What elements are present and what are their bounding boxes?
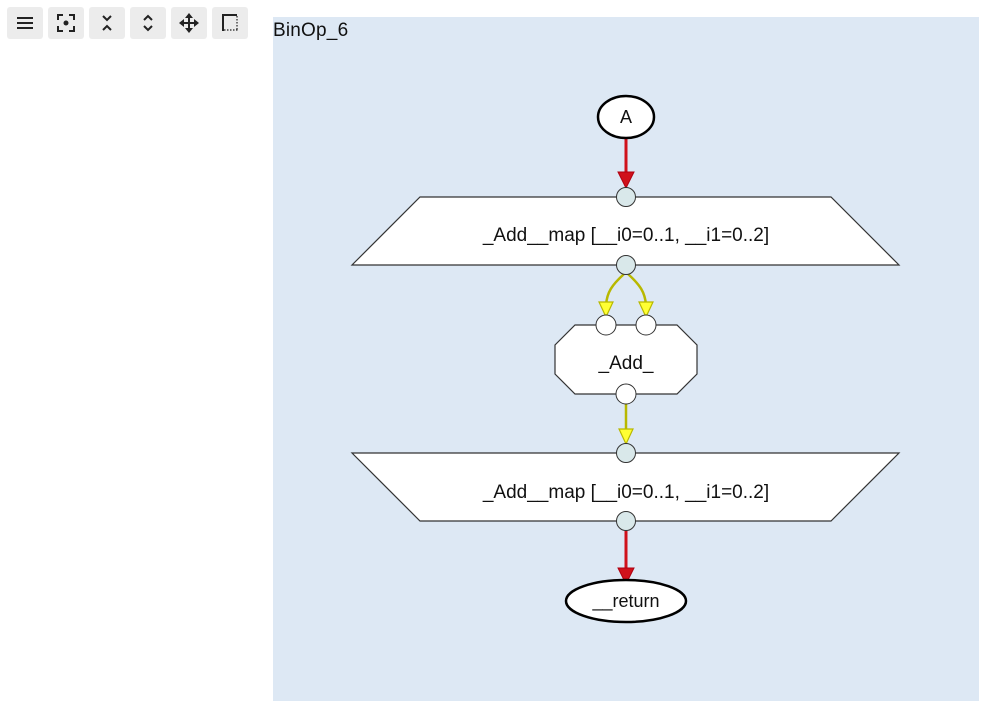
memlet-edge-map-entry-to-tasklet-right[interactable] — [627, 273, 654, 319]
memlet-edge-map-entry-to-tasklet-left[interactable] — [598, 273, 625, 319]
map-exit-in-connector[interactable] — [616, 443, 636, 463]
move-mode-button[interactable] — [171, 7, 207, 39]
state-label: BinOp_6 — [273, 20, 349, 41]
zoom-to-fit-icon — [57, 14, 75, 32]
access-node-a-label: A — [620, 107, 632, 127]
tasklet-node[interactable]: _Add_ — [554, 314, 698, 405]
map-exit-label: _Add__map [__i0=0..1, __i1=0..2] — [482, 482, 769, 503]
access-node-return[interactable]: __return — [564, 578, 688, 624]
menu-button[interactable] — [7, 7, 43, 39]
access-node-a[interactable]: A — [596, 94, 656, 140]
zoom-to-fit-button[interactable] — [48, 7, 84, 39]
memlet-edge-a-to-map-entry[interactable] — [617, 137, 635, 190]
map-entry-out-connector[interactable] — [616, 255, 636, 275]
map-exit-out-connector[interactable] — [616, 511, 636, 531]
box-select-icon — [222, 14, 238, 31]
access-node-return-label: __return — [591, 591, 659, 612]
memlet-edge-map-exit-to-return[interactable] — [617, 531, 635, 586]
collapse-all-button[interactable] — [89, 7, 125, 39]
tasklet-in-connector-left[interactable] — [595, 314, 617, 336]
tasklet-out-connector[interactable] — [615, 383, 637, 405]
expand-all-icon — [143, 14, 153, 32]
tasklet-label: _Add_ — [598, 353, 654, 374]
box-select-button[interactable] — [212, 7, 248, 39]
map-entry-in-connector[interactable] — [616, 187, 636, 207]
move-mode-icon — [179, 13, 199, 33]
menu-icon — [17, 17, 33, 29]
toolbar — [7, 7, 248, 39]
collapse-all-icon — [102, 15, 112, 31]
tasklet-in-connector-right[interactable] — [635, 314, 657, 336]
expand-all-button[interactable] — [130, 7, 166, 39]
map-entry-node[interactable]: _Add__map [__i0=0..1, __i1=0..2] — [350, 187, 901, 275]
memlet-edge-tasklet-to-map-exit[interactable] — [618, 404, 634, 446]
map-exit-node[interactable]: _Add__map [__i0=0..1, __i1=0..2] — [350, 443, 901, 531]
map-entry-label: _Add__map [__i0=0..1, __i1=0..2] — [482, 225, 769, 246]
